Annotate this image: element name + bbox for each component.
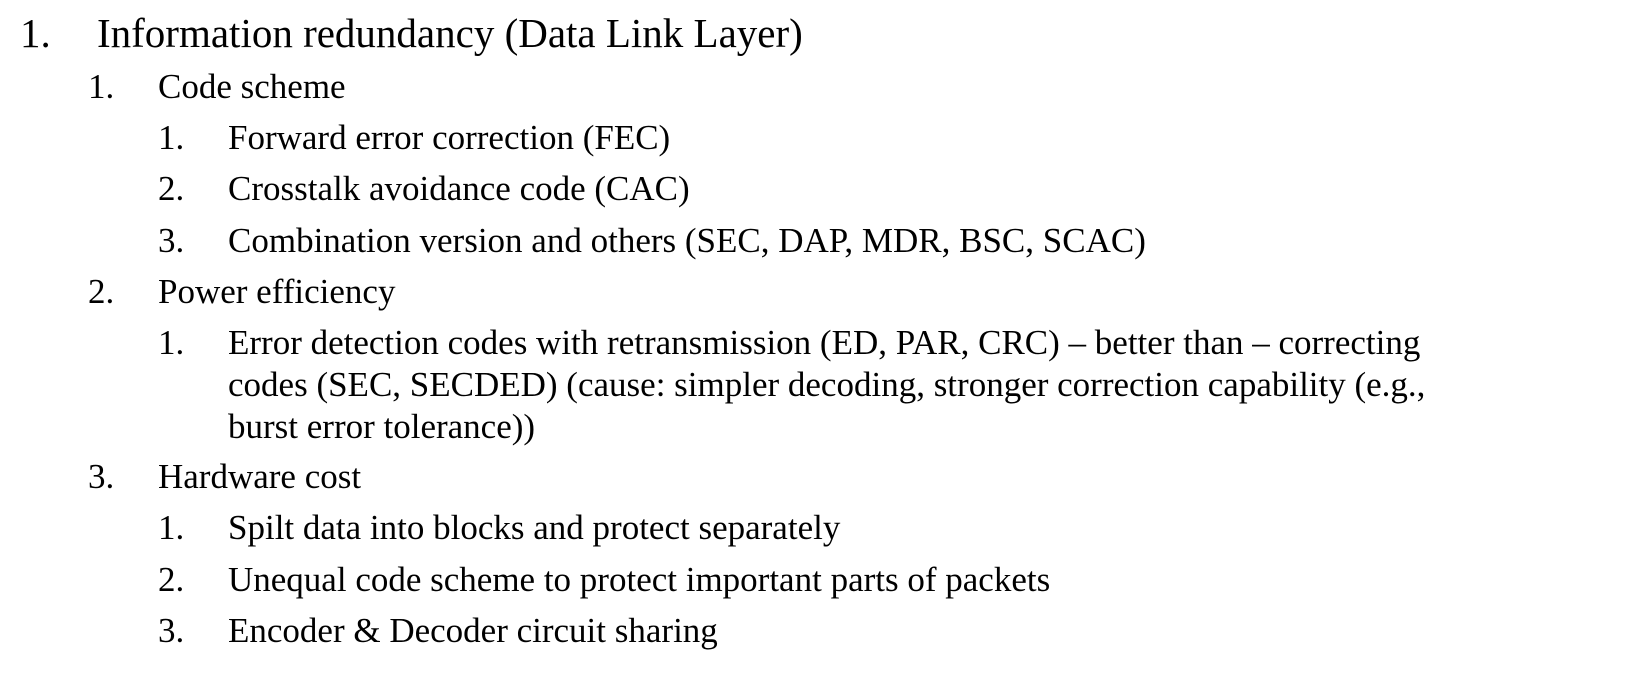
outline-heading: Information redundancy (Data Link Layer) [97, 10, 803, 56]
outline-entry-line: burst error tolerance)) [228, 407, 536, 446]
outline-number: 1. [158, 323, 185, 362]
outline-number: 2. [158, 169, 185, 208]
outline-number: 1. [158, 508, 185, 547]
outline-number: 2. [88, 272, 115, 311]
outline-entry-multiline: Error detection codes with retransmissio… [228, 321, 1425, 449]
outline-subheading: Hardware cost [158, 457, 362, 496]
outline-entry: Unequal code scheme to protect important… [228, 560, 1051, 599]
outline-number: 3. [158, 611, 185, 650]
outline-number: 2. [158, 560, 185, 599]
outline-entry: Encoder & Decoder circuit sharing [228, 611, 718, 650]
outline-number: 1. [20, 10, 51, 56]
outline-number: 1. [158, 118, 185, 157]
outline-entry-line: Error detection codes with retransmissio… [228, 323, 1421, 362]
outline-entry: Combination version and others (SEC, DAP… [228, 221, 1146, 260]
outline-entry: Crosstalk avoidance code (CAC) [228, 169, 690, 208]
outline-subheading: Power efficiency [158, 272, 396, 311]
outline-entry: Forward error correction (FEC) [228, 118, 671, 157]
outline-number: 1. [88, 67, 115, 106]
outline-number: 3. [88, 457, 115, 496]
outline-number: 3. [158, 221, 185, 260]
outline-entry-line: codes (SEC, SECDED) (cause: simpler deco… [228, 365, 1426, 404]
outline-subheading: Code scheme [158, 67, 346, 106]
outline-entry: Spilt data into blocks and protect separ… [228, 508, 841, 547]
